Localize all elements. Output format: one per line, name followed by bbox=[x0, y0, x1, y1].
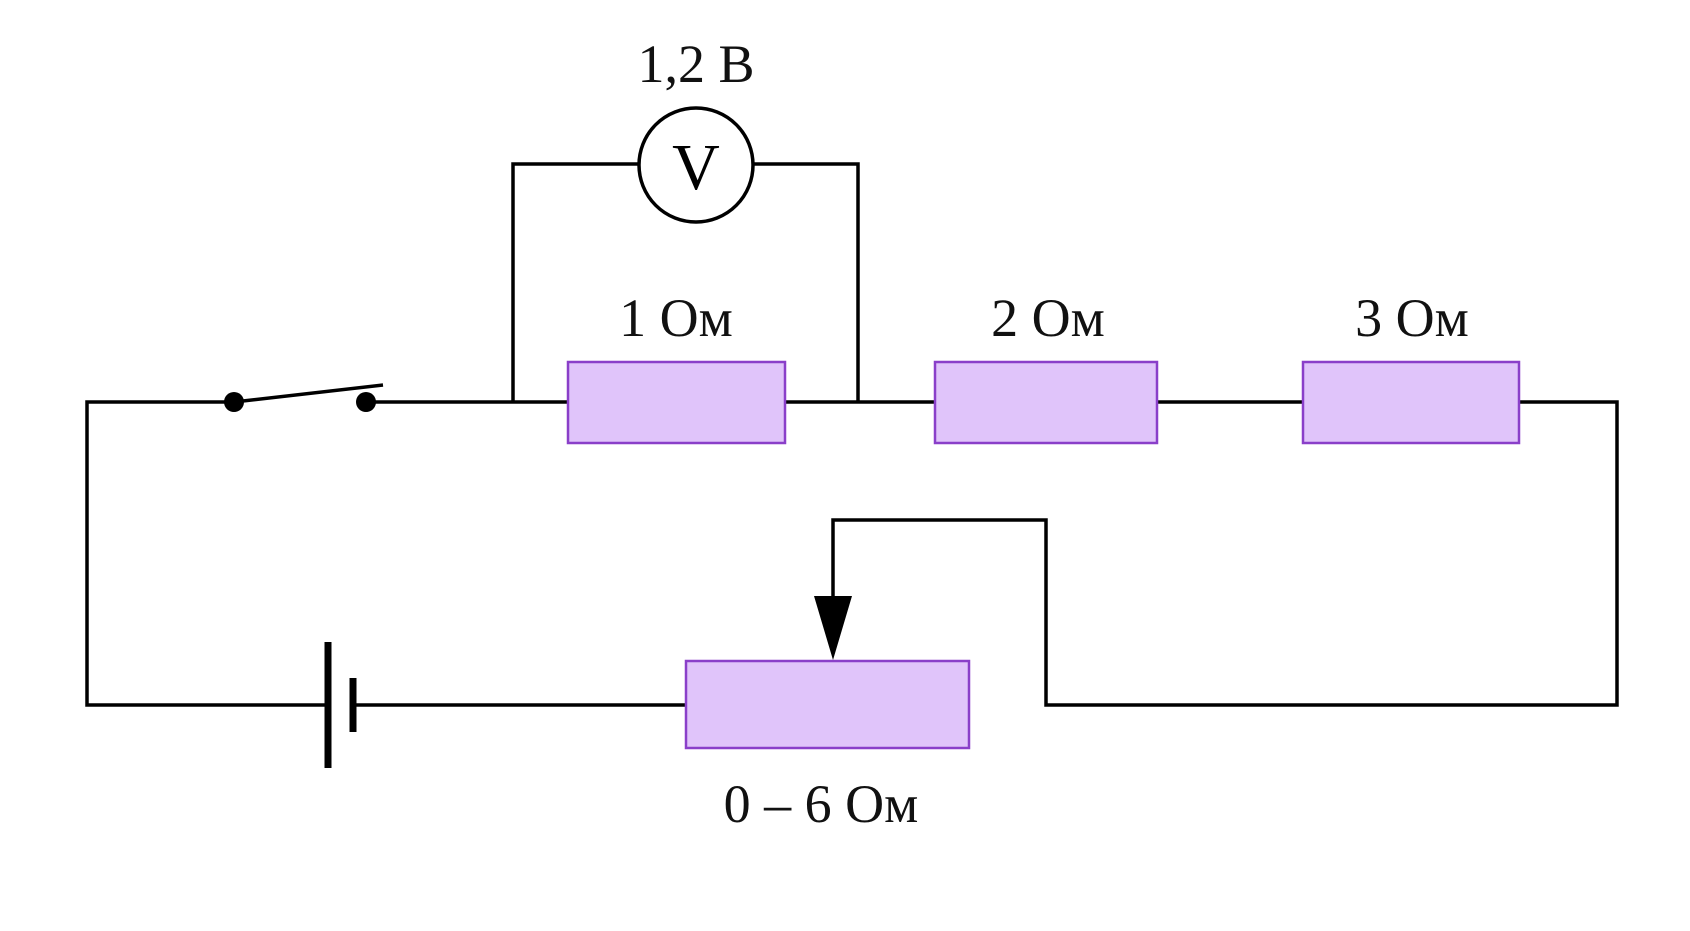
rheostat-slider-arrow-icon bbox=[814, 596, 852, 660]
switch bbox=[224, 383, 384, 412]
resistor-2-label: 2 Ом bbox=[991, 288, 1105, 348]
voltmeter-symbol: V bbox=[672, 131, 720, 204]
rheostat-label: 0 – 6 Ом bbox=[724, 774, 919, 834]
resistor-2 bbox=[933, 360, 1159, 445]
voltmeter-branch-wire bbox=[511, 162, 860, 402]
rheostat bbox=[684, 659, 971, 750]
wire-right-return bbox=[831, 400, 1619, 707]
resistor-1-label: 1 Ом bbox=[619, 288, 733, 348]
battery bbox=[324, 642, 357, 768]
resistor-3 bbox=[1301, 360, 1521, 445]
voltmeter-reading: 1,2 В bbox=[637, 34, 754, 94]
wire-top-left bbox=[85, 400, 327, 707]
resistor-1 bbox=[566, 360, 787, 445]
resistor-3-label: 3 Ом bbox=[1355, 288, 1469, 348]
voltmeter-circle bbox=[637, 106, 755, 224]
